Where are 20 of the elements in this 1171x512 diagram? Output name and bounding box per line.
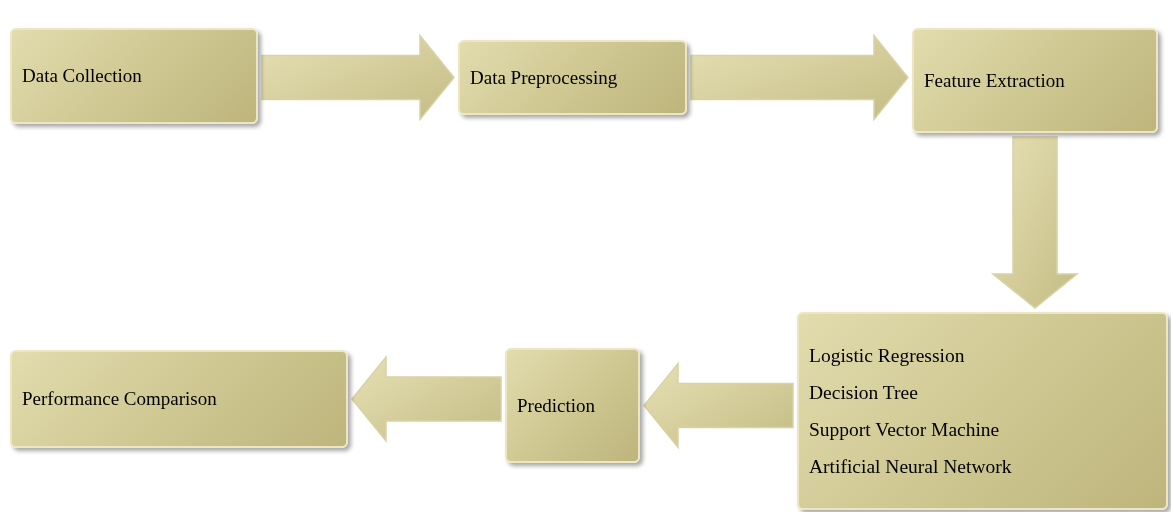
box-label: Logistic Regression [809, 344, 966, 368]
block-arrow [643, 361, 794, 450]
process-box [458, 40, 687, 115]
block-arrow [261, 33, 455, 122]
box-label: Prediction [517, 394, 597, 417]
process-box [10, 350, 348, 448]
box-label: Data Preprocessing [470, 66, 619, 89]
box-label: Feature Extraction [924, 69, 1066, 92]
process-box [505, 348, 640, 463]
box-label: Performance Comparison [22, 388, 218, 410]
process-box [10, 28, 258, 124]
block-arrow [351, 354, 502, 444]
process-box [912, 28, 1158, 133]
process-box [797, 312, 1168, 510]
box-label: Data Collection [22, 65, 143, 87]
box-label: Artificial Neural Network [809, 455, 1013, 479]
block-arrow [990, 136, 1080, 309]
box-label: Support Vector Machine [809, 418, 1001, 442]
box-label: Decision Tree [809, 381, 919, 405]
block-arrow [690, 33, 909, 122]
